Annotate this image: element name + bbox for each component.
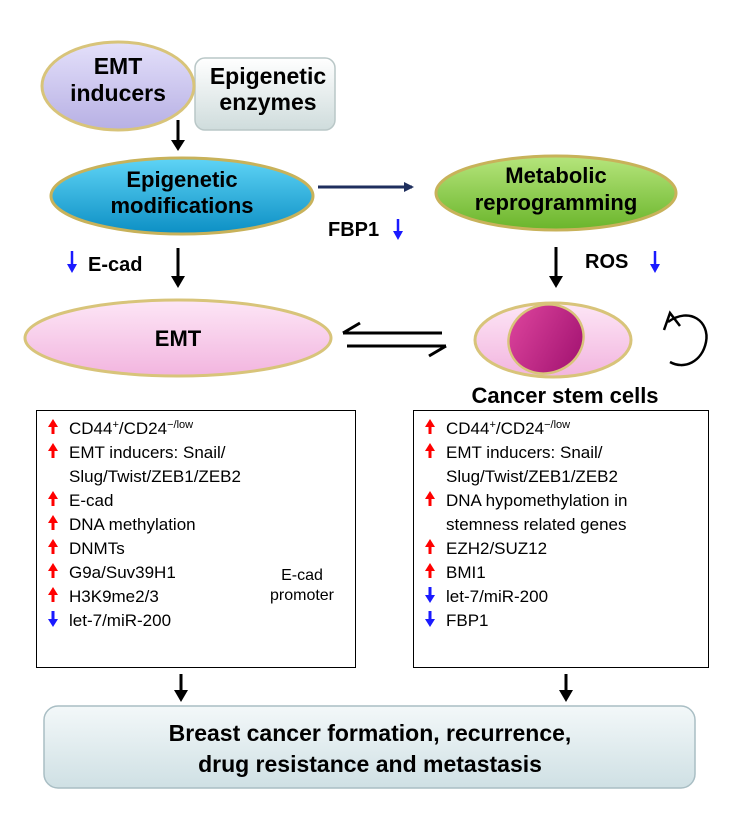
- ros-label: ROS: [585, 251, 628, 273]
- down-arrow-icon: [424, 610, 446, 633]
- epigenetic-enzymes-label-2: enzymes: [219, 89, 316, 115]
- emt-marker-item: CD44+/CD24−/low: [47, 417, 355, 441]
- ecad-promoter-label: E-cad promoter: [262, 566, 342, 606]
- emt-inducers-node: [40, 40, 196, 132]
- csc-marker-item: Slug/Twist/ZEB1/ZEB2: [424, 465, 708, 489]
- up-arrow-icon: [47, 514, 69, 537]
- ros-down-arrow: [650, 251, 660, 273]
- up-arrow-icon: [47, 586, 69, 609]
- epigenetic-enzymes-label-1: Epigenetic: [210, 63, 327, 89]
- emt-marker-item-text: H3K9me2/3: [69, 587, 159, 606]
- csc-marker-marker-part: +: [489, 419, 496, 431]
- csc-marker-item: DNA hypomethylation in: [424, 489, 708, 513]
- emt-marker-item-text: E-cad: [69, 491, 114, 510]
- fbp1-down-arrow: [393, 219, 403, 240]
- outcome-label-2: drug resistance and metastasis: [198, 751, 542, 777]
- epigenetic-enzymes-node: [194, 57, 336, 131]
- up-arrow-icon: [47, 442, 69, 465]
- csc-marker-item-text: FBP1: [446, 611, 489, 630]
- emt-marker-item: EMT inducers: Snail/: [47, 441, 355, 465]
- emt-marker-item: let-7/miR-200: [47, 609, 355, 633]
- emt-inducers-label-1: EMT: [94, 53, 143, 79]
- up-arrow-icon: [424, 418, 446, 441]
- up-arrow-icon: [47, 562, 69, 585]
- emt-marker-marker-part: +: [112, 419, 119, 431]
- emt-marker-item-text: let-7/miR-200: [69, 611, 172, 630]
- stem-cell-nucleus: [507, 303, 585, 375]
- csc-marker-item: let-7/miR-200: [424, 585, 708, 609]
- fbp1-label: FBP1: [328, 219, 379, 241]
- arrow-right-box-to-outcome: [559, 674, 573, 702]
- up-arrow-icon: [424, 442, 446, 465]
- epigenetic-modifications-node: [49, 156, 315, 236]
- outcome-node: [43, 705, 696, 789]
- emt-inducers-label-2: inducers: [70, 80, 166, 106]
- emt-marker-item: E-cad: [47, 489, 355, 513]
- emt-label: EMT: [155, 326, 202, 351]
- emt-marker-marker-part: /CD24: [118, 419, 168, 438]
- reversible-arrow: [342, 321, 447, 358]
- up-arrow-icon: [424, 562, 446, 585]
- up-arrow-icon: [47, 418, 69, 441]
- epigenetic-modifications-label-1: Epigenetic: [126, 167, 237, 192]
- up-arrow-icon: [424, 490, 446, 513]
- csc-marker-marker-part: −/low: [544, 419, 571, 431]
- csc-marker-item: BMI1: [424, 561, 708, 585]
- ecad-down-arrow: [67, 251, 77, 273]
- emt-marker-item: DNMTs: [47, 537, 355, 561]
- metabolic-reprogramming-label-1: Metabolic: [505, 163, 606, 188]
- metabolic-reprogramming-node: [434, 154, 678, 232]
- csc-marker-item: EMT inducers: Snail/: [424, 441, 708, 465]
- csc-marker-item-text: BMI1: [446, 563, 486, 582]
- epigenetic-modifications-label-2: modifications: [110, 193, 253, 218]
- csc-marker-item-text: EZH2/SUZ12: [446, 539, 548, 558]
- emt-node: [23, 298, 333, 378]
- emt-marker-marker-cd44-cd24: CD44+/CD24−/low: [69, 419, 193, 439]
- promoter-label-line-2: promoter: [269, 587, 335, 604]
- up-arrow-icon: [424, 538, 446, 561]
- csc-marker-item: CD44+/CD24−/low: [424, 417, 708, 441]
- emt-marker-marker-part: CD44: [69, 419, 113, 438]
- csc-marker-item-text: let-7/miR-200: [446, 587, 549, 606]
- metabolic-reprogramming-label-2: reprogramming: [475, 190, 638, 215]
- ecad-label: E-cad: [88, 254, 142, 276]
- up-arrow-icon: [47, 490, 69, 513]
- csc-marker-marker-part: /CD24: [495, 419, 545, 438]
- emt-marker-item-text: Slug/Twist/ZEB1/ZEB2: [69, 467, 241, 486]
- emt-marker-item-text: G9a/Suv39H1: [69, 563, 176, 582]
- csc-marker-item-text: EMT inducers: Snail/: [446, 443, 603, 462]
- arrow-metabolic-to-stem-cells: [549, 247, 563, 288]
- self-renewal-arrow-icon: [662, 310, 708, 367]
- down-arrow-icon: [424, 586, 446, 609]
- emt-marker-item-text: DNMTs: [69, 539, 125, 558]
- csc-marker-item-text: stemness related genes: [446, 515, 627, 534]
- emt-marker-item: Slug/Twist/ZEB1/ZEB2: [47, 465, 355, 489]
- emt-marker-item-text: EMT inducers: Snail/: [69, 443, 226, 462]
- csc-marker-item: EZH2/SUZ12: [424, 537, 708, 561]
- csc-marker-item: FBP1: [424, 609, 708, 633]
- csc-marker-marker-part: CD44: [446, 419, 490, 438]
- csc-marker-item: stemness related genes: [424, 513, 708, 537]
- csc-marker-item-text: DNA hypomethylation in: [446, 491, 628, 510]
- up-arrow-icon: [47, 538, 69, 561]
- arrow-left-box-to-outcome: [174, 674, 188, 702]
- down-arrow-icon: [47, 610, 69, 633]
- outcome-label-1: Breast cancer formation, recurrence,: [169, 720, 572, 746]
- emt-marker-item: DNA methylation: [47, 513, 355, 537]
- csc-marker-item-text: Slug/Twist/ZEB1/ZEB2: [446, 467, 618, 486]
- arrow-inducers-to-modifications: [171, 120, 185, 151]
- emt-marker-item: G9a/Suv39H1: [47, 561, 355, 585]
- emt-marker-item-text: DNA methylation: [69, 515, 196, 534]
- promoter-label-line-1: E-cad: [281, 567, 323, 584]
- cancer-stem-cells-label: Cancer stem cells: [471, 383, 658, 408]
- arrow-modifications-to-emt: [171, 248, 185, 288]
- emt-marker-item: H3K9me2/3: [47, 585, 355, 609]
- emt-marker-marker-part: −/low: [167, 419, 194, 431]
- csc-marker-marker-cd44-cd24: CD44+/CD24−/low: [446, 419, 570, 439]
